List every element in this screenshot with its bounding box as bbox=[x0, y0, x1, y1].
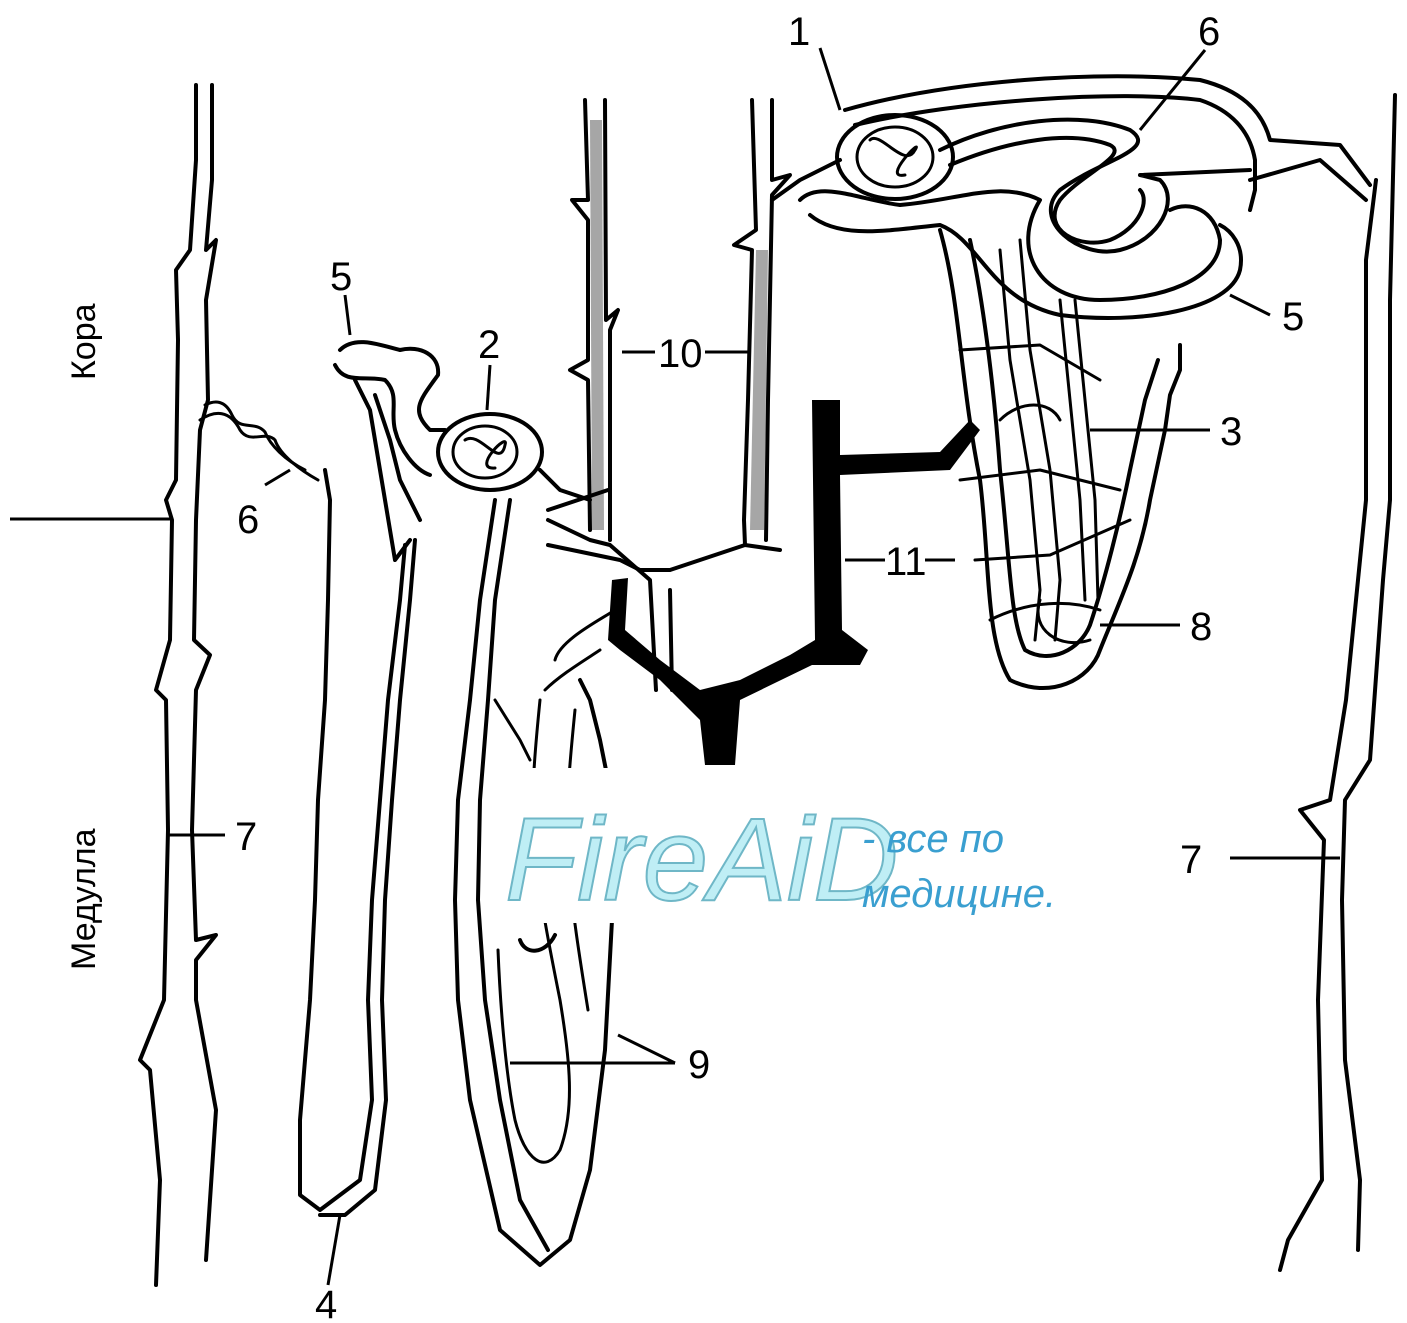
watermark-logo: FireAiD bbox=[505, 794, 898, 926]
label-5-right: 5 bbox=[1282, 295, 1304, 339]
label-5-left: 5 bbox=[330, 255, 352, 299]
zone-label-medulla: Медулла bbox=[65, 828, 103, 970]
interlobular-vessels bbox=[548, 100, 840, 690]
zone-label-cortex: Кора bbox=[65, 303, 103, 380]
label-11: 11 bbox=[885, 540, 927, 584]
leader-lines bbox=[10, 48, 1340, 1285]
label-6-left: 6 bbox=[237, 498, 259, 542]
label-4: 4 bbox=[315, 1283, 337, 1323]
watermark: FireAiD - все по медицине. bbox=[488, 768, 1098, 926]
label-2: 2 bbox=[478, 323, 500, 367]
label-9: 9 bbox=[688, 1043, 710, 1087]
collecting-duct-right bbox=[1250, 95, 1395, 1270]
label-6-right: 6 bbox=[1198, 10, 1220, 54]
label-7-right: 7 bbox=[1180, 838, 1202, 882]
label-3: 3 bbox=[1220, 410, 1242, 454]
label-7-left: 7 bbox=[235, 815, 257, 859]
watermark-line1: - все по bbox=[862, 817, 1004, 861]
label-10: 10 bbox=[658, 332, 703, 376]
collecting-duct-left bbox=[140, 85, 216, 1285]
label-1: 1 bbox=[788, 10, 810, 54]
cortical-nephron bbox=[800, 76, 1370, 688]
label-8: 8 bbox=[1190, 605, 1212, 649]
watermark-line2: медицине. bbox=[862, 872, 1056, 916]
